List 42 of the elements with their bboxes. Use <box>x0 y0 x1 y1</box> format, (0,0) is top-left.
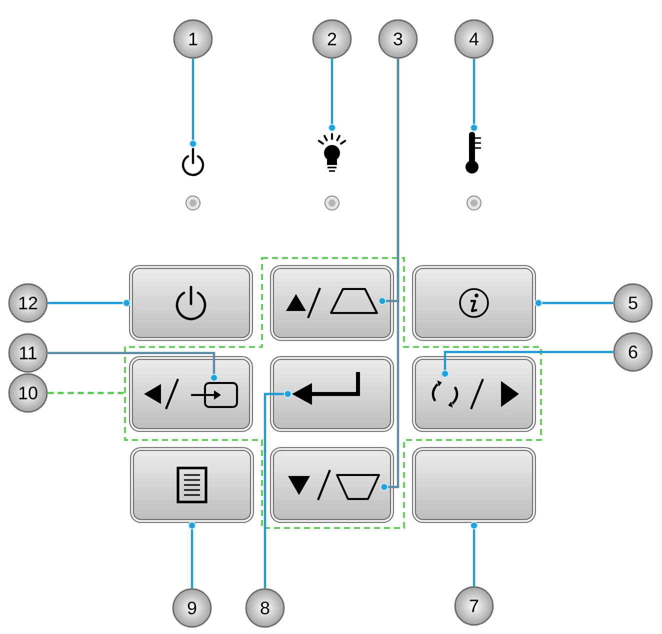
leader-line <box>48 392 125 394</box>
callout-number: 2 <box>312 19 352 59</box>
callout-number: 10 <box>8 373 48 413</box>
thermometer-icon <box>466 132 481 174</box>
callout-number: 1 <box>173 19 213 59</box>
power-icon <box>182 148 204 176</box>
leader-line <box>534 299 614 307</box>
power-button <box>129 265 253 341</box>
menu-button <box>130 447 254 523</box>
leader-line <box>380 58 400 491</box>
enter-button <box>270 356 394 432</box>
enter-icon <box>292 372 360 405</box>
leader-line <box>48 352 218 382</box>
callout-number: 4 <box>454 19 494 59</box>
callout-number: 5 <box>613 283 653 323</box>
callout-number: 7 <box>454 586 494 626</box>
info-button <box>412 265 536 341</box>
callout-number: 3 <box>378 19 418 59</box>
refresh-icon <box>432 380 458 408</box>
callout-number: 9 <box>172 588 212 628</box>
leader-line <box>470 521 478 586</box>
leader-line <box>264 390 292 588</box>
light-bulb-icon <box>318 133 346 172</box>
blank-button <box>412 447 536 523</box>
callout-number: 6 <box>613 332 653 372</box>
left-button <box>129 356 253 432</box>
leader-line <box>188 521 196 588</box>
right-button <box>412 356 536 432</box>
leader-line <box>441 350 614 378</box>
leader-line <box>328 58 336 132</box>
leader-line <box>470 58 478 132</box>
down-button <box>270 447 394 523</box>
up-button <box>270 265 394 341</box>
dashed-outline <box>124 257 542 529</box>
leader-line <box>189 58 197 148</box>
trapezoid-icon <box>336 474 380 500</box>
trapezoid-icon <box>330 288 378 314</box>
callout-number: 8 <box>245 588 285 628</box>
callout-number: 12 <box>8 283 48 323</box>
input-icon <box>191 382 238 408</box>
callout-number: 11 <box>8 333 48 373</box>
leader-line <box>48 299 131 307</box>
